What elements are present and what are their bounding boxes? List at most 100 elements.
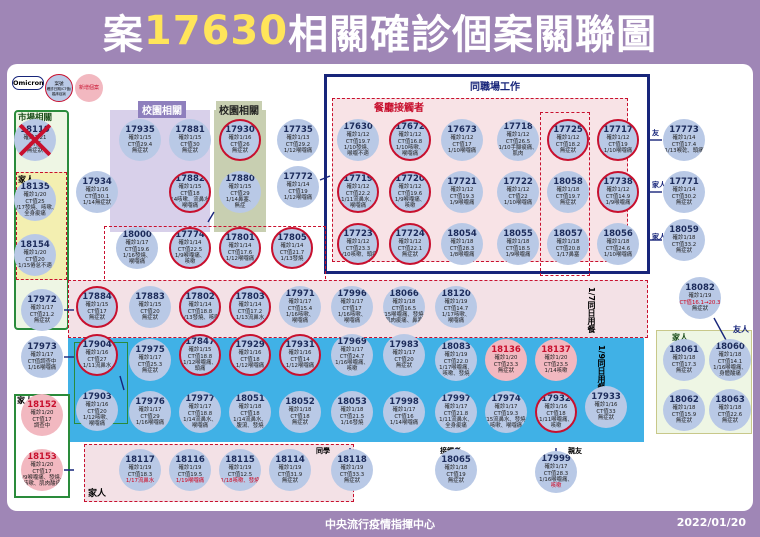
case-detail-line: 無症狀: [88, 315, 106, 322]
case-id: 18051: [235, 394, 265, 405]
case-detail-line: 確診1/17: [340, 347, 364, 354]
label-same-day-1-9: 1/9同日用餐: [597, 345, 606, 392]
case-detail-line: 確診1/18: [718, 405, 742, 412]
region-restaurant-right: [540, 112, 590, 276]
case-detail-line: 確診1/19: [688, 293, 712, 300]
case-detail-line: CT值15.9: [671, 411, 697, 418]
case-detail-line: 確診1/12: [450, 135, 474, 142]
case-detail-line: CT值24.6: [605, 245, 631, 252]
case-detail-line: CT值21.7: [279, 249, 305, 256]
case-id: 17997: [441, 394, 471, 405]
case-detail-line: CT值18.3: [127, 471, 153, 478]
case-detail-line: 無症狀: [281, 478, 299, 485]
case-id: 17881: [175, 125, 205, 136]
label-family-right-top: 家人: [652, 181, 666, 189]
case-id: 17721: [447, 177, 477, 188]
case-id: 18114: [275, 455, 305, 466]
case-detail-line: CT值17: [32, 468, 52, 475]
case-id: 17882: [175, 174, 205, 185]
case-detail-line: 喉嚨痛: [349, 203, 367, 210]
case-detail-line: 確診1/12: [556, 135, 580, 142]
link-17904: [119, 375, 125, 391]
case-detail-line: CT值19: [288, 188, 308, 195]
case-detail-line: CT值19.7: [345, 138, 371, 145]
case-detail-line: 咳嗽: [550, 483, 562, 490]
case-detail-line: CT值29.2: [285, 141, 311, 148]
link-18082-18060: [713, 317, 727, 341]
label-restaurant: 餐廳接觸者: [374, 103, 424, 114]
case-id: 18058: [553, 177, 583, 188]
case-id: 17969: [337, 337, 367, 348]
case-detail-line: CT值19.7: [555, 193, 581, 200]
case-detail-line: CT值20: [87, 408, 107, 415]
case-id: 18054: [447, 229, 477, 240]
case-id: 17720: [395, 174, 425, 185]
case-detail-line: 確診1/19: [278, 465, 302, 472]
case-id: 18057: [553, 229, 583, 240]
case-detail-line: CT值22.0: [443, 358, 469, 365]
case-detail-line: 咳嗽、發燒: [442, 371, 470, 378]
title-prefix: 案: [102, 12, 144, 58]
case-id: 17983: [389, 340, 419, 351]
case-detail-line: 身體酸痛: [719, 371, 741, 378]
case-id: 18115: [225, 455, 255, 466]
case-detail-line: 確診1/15: [138, 302, 162, 309]
case-detail-line: 喉嚨痛: [343, 318, 361, 325]
legend-case-sub: 確診日期/CT值/臨床症狀: [46, 87, 72, 96]
case-id: 17973: [27, 342, 57, 353]
case-detail-line: CT值21.8: [443, 410, 469, 417]
case-detail-line: CT值14.7: [443, 305, 469, 312]
case-detail-line: 無症狀: [141, 315, 159, 322]
case-detail-line: 1/11喉嚨痛、: [539, 417, 573, 423]
case-detail-line: 確診1/15: [228, 184, 252, 191]
case-detail-line: CT值14: [290, 356, 310, 363]
case-detail-line: CT值18.8: [187, 308, 213, 315]
case-detail-line: 確診1/19: [128, 465, 152, 472]
case-detail-line: 確診1/12: [506, 187, 530, 194]
case-detail-line: CT值17: [452, 141, 472, 148]
case-detail-line: 確診1/18: [340, 407, 364, 414]
case-detail-line: 確診1/16: [85, 187, 109, 194]
case-detail-line: 1/13發燒、咳嗽: [180, 315, 220, 322]
case-detail-line: CT值18: [290, 413, 310, 420]
case-id: 17722: [503, 177, 533, 188]
case-detail-line: 1/17咳嗽、: [441, 312, 471, 318]
legend-new: 新增個案: [75, 74, 103, 102]
case-id: 18117: [125, 455, 155, 466]
case-id: 17724: [395, 229, 425, 240]
case-id: 17976: [135, 397, 165, 408]
label-classmate: 同學: [316, 447, 330, 455]
label-same-day-1-7: 1/7同日用餐: [587, 287, 596, 334]
case-detail-line: 確診1/15: [188, 347, 212, 354]
case-detail-line: 確診1/12: [398, 132, 422, 139]
case-detail-line: CT值18.8: [187, 410, 213, 417]
case-detail-line: 1/18咳嗽、發燒: [220, 478, 260, 485]
case-detail-line: 肌肉: [512, 151, 524, 158]
case-id: 18059: [669, 225, 699, 236]
case-id: 17974: [491, 394, 521, 405]
case-id: 17801: [225, 233, 255, 244]
case-detail-line: CT值調查中: [27, 358, 57, 365]
case-detail-line: 確診1/19: [444, 299, 468, 306]
case-detail-line: 喉嚨痛: [401, 151, 419, 158]
case-detail-line: 確診1/18: [606, 239, 630, 246]
case-detail-line: CT值27: [87, 356, 107, 363]
case-detail-line: 確診1/18: [288, 407, 312, 414]
case-detail-line: 喉嚨痛: [447, 318, 465, 325]
